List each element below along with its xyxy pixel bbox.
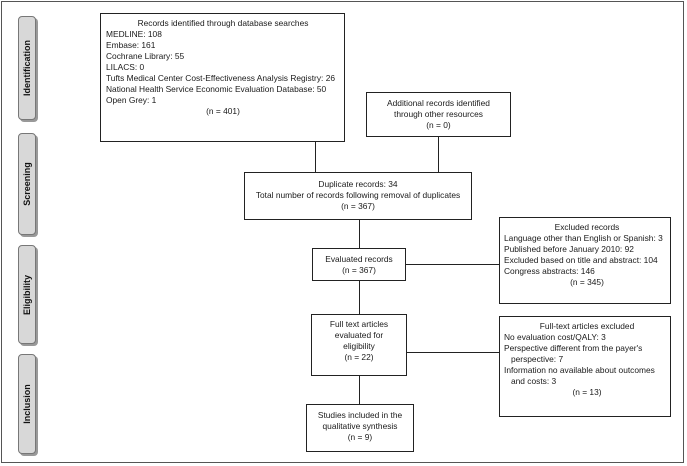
duplicates-box: Duplicate records: 34 Total number of re… [244, 172, 472, 220]
included-studies-total: (n = 9) [347, 432, 373, 442]
fulltext-evaluated-text: eligibility [343, 341, 375, 351]
additional-records-text: through other resources [394, 109, 483, 119]
fulltext-exclusion-reason: No evaluation cost/QALY: 3 [504, 332, 606, 342]
stage-identification: Identification [18, 16, 36, 120]
records-identified-total: (n = 401) [206, 106, 240, 116]
stage-inclusion: Inclusion [18, 354, 36, 454]
source-count: Cochrane Library: 55 [106, 51, 185, 61]
evaluated-records-total: (n = 367) [342, 265, 376, 275]
additional-records-box: Additional records identified through ot… [366, 92, 511, 137]
connector [359, 220, 360, 248]
exclusion-reason: Language other than English or Spanish: … [504, 233, 663, 243]
source-count: Tufts Medical Center Cost-Effectiveness … [106, 73, 336, 83]
included-studies-text: Studies included in the [317, 410, 403, 420]
fulltext-evaluated-box: Full text articles evaluated for eligibi… [311, 314, 407, 376]
fulltext-exclusion-reason: Information no available about outcomes [504, 365, 655, 375]
fulltext-excluded-title: Full-text articles excluded [539, 321, 635, 331]
fulltext-excluded-box: Full-text articles excluded No evaluatio… [499, 316, 671, 417]
source-count: LILACS: 0 [106, 62, 145, 72]
source-count: MEDLINE: 108 [106, 29, 162, 39]
duplicates-text: Duplicate records: 34 [318, 179, 398, 189]
excluded-records-total: (n = 345) [570, 277, 604, 287]
fulltext-evaluated-text: evaluated for [334, 330, 384, 340]
fulltext-exclusion-reason: Perspective different from the payer's [504, 343, 643, 353]
fulltext-evaluated-total: (n = 22) [344, 352, 374, 362]
evaluated-records-box: Evaluated records (n = 367) [312, 248, 406, 281]
exclusion-reason: Excluded based on title and abstract: 10… [504, 255, 658, 265]
connector [359, 376, 360, 404]
connector [315, 142, 316, 172]
source-count: National Health Service Economic Evaluat… [106, 84, 327, 94]
records-identified-box: Records identified through database sear… [100, 13, 345, 142]
fulltext-exclusion-reason: and costs: 3 [504, 376, 557, 386]
duplicates-text: Total number of records following remova… [255, 190, 461, 200]
connector [438, 137, 439, 172]
connector [406, 352, 499, 353]
additional-records-text: Additional records identified [387, 98, 490, 108]
exclusion-reason: Published before January 2010: 92 [504, 244, 634, 254]
source-count: Embase: 161 [106, 40, 156, 50]
connector [406, 264, 499, 265]
stage-label: Eligibility [22, 274, 32, 315]
stage-screening: Screening [18, 133, 36, 235]
included-studies-text: qualitative synthesis [322, 421, 398, 431]
excluded-records-title: Excluded records [554, 222, 620, 232]
connector [359, 281, 360, 314]
fulltext-exclusion-reason: perspective: 7 [504, 354, 564, 364]
stage-eligibility: Eligibility [18, 245, 36, 344]
included-studies-box: Studies included in the qualitative synt… [306, 404, 414, 452]
exclusion-reason: Congress abstracts: 146 [504, 266, 595, 276]
fulltext-evaluated-text: Full text articles [329, 319, 389, 329]
excluded-records-box: Excluded records Language other than Eng… [499, 217, 671, 304]
stage-label: Screening [22, 162, 32, 206]
records-identified-title: Records identified through database sear… [137, 18, 309, 28]
fulltext-excluded-total: (n = 13) [572, 387, 602, 397]
stage-label: Identification [22, 40, 32, 96]
evaluated-records-text: Evaluated records [325, 254, 393, 264]
additional-records-total: (n = 0) [426, 120, 451, 130]
stage-label: Inclusion [22, 384, 32, 424]
duplicates-total: (n = 367) [341, 201, 375, 211]
source-count: Open Grey: 1 [106, 95, 157, 105]
